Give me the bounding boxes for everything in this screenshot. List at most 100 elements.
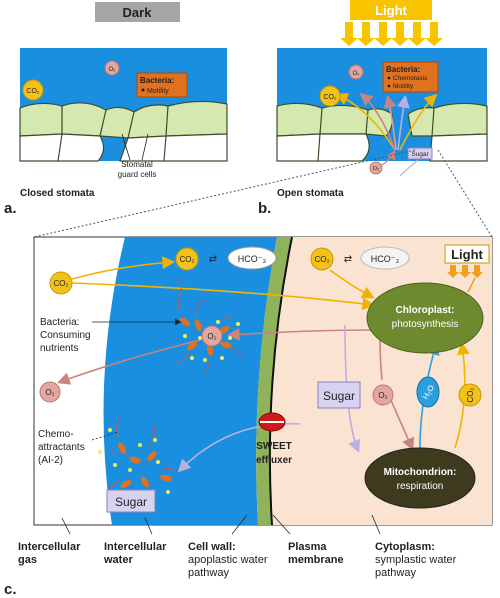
bottom-labels: Intercellular gas Intercellular water Ce…: [18, 541, 457, 579]
chemo-pointer: [91, 431, 119, 441]
caption-b: Open stomata: [277, 188, 344, 199]
leaf-cells-b: [276, 102, 488, 162]
leaf-cells-a: [19, 100, 228, 162]
co2-bubble-b: [319, 85, 341, 107]
letter-b: b.: [258, 200, 271, 217]
sugar-label-cyto: Sugar: [323, 389, 355, 403]
panel-b: Light CO₂: [258, 0, 488, 217]
mitochondrion: [364, 447, 476, 509]
co2-bubble-a: [22, 79, 44, 101]
o2-low-label-b: O₂: [373, 166, 379, 172]
bacteria-title-a: Bacteria:: [140, 76, 174, 85]
plasma-membrane: [268, 236, 293, 526]
hco3-bubble-right: [360, 246, 410, 270]
guard-label-1: Stomatal: [121, 160, 153, 169]
gas-label-2: gas: [18, 554, 37, 566]
chemo-label-3: (AI-2): [38, 455, 63, 466]
co2-label-left: CO₂: [53, 279, 68, 288]
o2-label-left: O₂: [45, 388, 54, 397]
mitochondrion-label-1: Mitochondrion:: [384, 467, 457, 478]
co2-bubble-cyto: [458, 383, 482, 407]
sugar-box-water: [106, 489, 156, 513]
co2-bubble-left: [49, 271, 73, 295]
bacteria-label-3: nutrients: [40, 343, 78, 354]
cyto-pointer: [371, 514, 381, 535]
sweet-label-1: SWEET: [256, 441, 292, 452]
o2-bubble-center: [201, 325, 223, 347]
hco3-label-right: HCO⁻₃: [371, 254, 400, 264]
sugar-box-cyto: [317, 381, 361, 409]
o2-label-b: O₂: [353, 71, 361, 77]
dark-header-box: [95, 2, 180, 22]
chloroplast-label-2: photosynthesis: [392, 319, 459, 330]
co2-label-right: CO₂: [314, 255, 329, 264]
gas-pointer: [61, 517, 71, 535]
bacteria-item-b1: Chemotaxis: [393, 75, 428, 82]
guard-label-2: guard cells: [118, 170, 157, 179]
letter-a: a.: [4, 200, 17, 217]
bacteria-title-b: Bacteria:: [386, 65, 420, 74]
panel-a: Dark CO₂ O₂ Bacteria: Motility Stomatal …: [4, 2, 228, 217]
co2-bubble-right: [310, 247, 334, 271]
dark-header-label: Dark: [123, 5, 153, 20]
o2-bubble-b: [348, 64, 364, 80]
equilibrium-arrows-mid: ⇄: [209, 254, 217, 265]
light-box-c: [444, 244, 490, 264]
wall-label-1: Cell wall:: [188, 541, 236, 553]
bacteria-item-b2: Motility: [393, 83, 414, 90]
o2-bubble-a: [104, 60, 120, 76]
co2-label-mid: CO₂: [179, 255, 194, 264]
co2-label-cyto: CO₂: [466, 387, 475, 402]
cyto-label-1: Cytoplasm:: [375, 541, 435, 553]
mitochondrion-label-2: respiration: [397, 481, 444, 492]
chemo-label-1: Chemo-: [38, 429, 74, 440]
co2-label-b: CO₂: [323, 94, 337, 101]
bacteria-cluster-top: [175, 279, 242, 374]
equilibrium-arrows-right: ⇄: [344, 254, 352, 265]
o2-bubble-cyto: [372, 384, 394, 406]
co2-label-a: CO₂: [26, 88, 40, 95]
chloroplast-label-1: Chloroplast:: [396, 305, 455, 316]
gas-label-1: Intercellular: [18, 541, 81, 553]
wall-pointer: [231, 514, 248, 535]
bacteria-cells-top: [180, 317, 232, 356]
zoom-line-right: [437, 149, 493, 238]
chemo-label-2: attractants: [38, 442, 85, 453]
membrane-pointer: [272, 514, 291, 535]
sugar-label-water: Sugar: [115, 495, 147, 509]
o2-label-a: O₂: [109, 67, 117, 73]
sugar-label-b: Sugar: [411, 151, 429, 158]
cyto-label-3: pathway: [375, 567, 416, 579]
cell-wall: [256, 237, 292, 525]
bacteria-cells-bottom: [118, 442, 172, 488]
sugar-box-b: [407, 147, 433, 160]
bacteria-box-b: [382, 61, 439, 93]
o2-low-bubble-b: [369, 161, 383, 175]
o2-label-cyto: O₂: [378, 391, 387, 400]
caption-a: Closed stomata: [20, 188, 95, 199]
letter-c: c.: [4, 581, 17, 598]
bacteria-label-1: Bacteria:: [40, 317, 79, 328]
h2o-bubble: [416, 376, 440, 408]
wall-label-3: pathway: [188, 567, 229, 579]
o2-bubble-left: [39, 381, 61, 403]
chemoattractant-dots-top: [183, 320, 240, 362]
co2-bubble-mid: [175, 247, 199, 271]
membrane-label-1: Plasma: [288, 541, 327, 553]
bacteria-box-a: [136, 72, 188, 98]
light-rays: [340, 22, 443, 46]
bacteria-label-2: Consuming: [40, 330, 91, 341]
light-header-label: Light: [375, 3, 407, 18]
light-rays-c: [447, 265, 483, 278]
water-label-2: water: [103, 554, 133, 566]
hco3-bubble-mid: [227, 246, 277, 270]
light-label-c: Light: [451, 247, 483, 262]
water-label-1: Intercellular: [104, 541, 167, 553]
bacteria-item-a: Motility: [147, 88, 169, 95]
hco3-label-mid: HCO⁻₃: [238, 254, 267, 264]
stoma-arrows: [335, 92, 438, 151]
chloroplast: [366, 282, 484, 354]
membrane-label-2: membrane: [288, 554, 344, 566]
sweet-label-2: effluxer: [256, 455, 292, 466]
